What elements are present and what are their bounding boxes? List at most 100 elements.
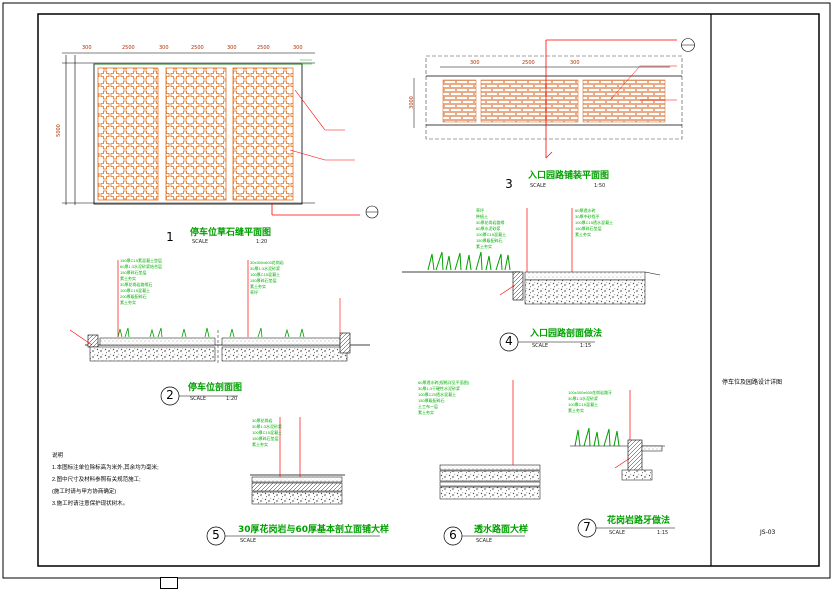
d4-left-note: 30厚花岗岩路缘 (476, 220, 505, 225)
d6-note: 30厚1:3干硬性水泥砂浆 (418, 386, 461, 391)
d2-left-note: 200厚级配碎石 (120, 294, 147, 299)
layout-tab[interactable] (160, 577, 178, 589)
detail-5-scale-tag: SCALE (240, 538, 257, 544)
d5-note: 30厚花岗岩 (252, 418, 273, 423)
d6-notes: 60厚透水砖(规格详见平面图) 30厚1:3干硬性水泥砂浆 100厚C20透水混… (418, 380, 469, 416)
d2-left-note: 60厚1:3水泥砂浆结合层 (120, 264, 163, 269)
d4-left-notes: 草坪 种植土 30厚花岗岩路缘 60厚水泥砂浆 100厚C15混凝土 150厚级… (476, 208, 506, 250)
dim-3a: 300 (470, 60, 480, 66)
detail-7-number: 7 (583, 520, 591, 534)
d2-right-note: 150厚碎石垫层 (250, 278, 277, 283)
note-line: 1.本图标注单位除标高为米外,其余均为毫米; (52, 465, 159, 471)
dim-3-height: 3000 (408, 96, 415, 109)
detail-2-scale-tag: SCALE (190, 396, 207, 402)
dim-1a: 300 (82, 45, 92, 51)
sheet-number: JS-03 (760, 529, 776, 536)
detail-7-scale: 1:15 (657, 530, 669, 536)
detail-4-section (402, 208, 661, 352)
d4-left-note: 100厚C15混凝土 (476, 232, 507, 237)
d4-right-note: 150厚碎石垫层 (575, 226, 602, 231)
detail-1-scale-tag: SCALE (192, 239, 209, 245)
d4-left-note: 种植土 (476, 214, 488, 219)
detail-7-title: 花岗岩路牙做法 (607, 516, 671, 526)
d2-right-notes: 30x300x600花岗岩 30厚1:3水泥砂浆 100厚C15混凝土 150厚… (250, 260, 284, 296)
d5-note: 素土夯实 (252, 442, 268, 447)
detail-3-title: 入口园路铺装平面图 (528, 171, 610, 181)
detail-6-title: 透水路面大样 (474, 525, 529, 535)
detail-4-title: 入口园路剖面做法 (530, 329, 603, 339)
d6-note: 土工布一层 (418, 404, 438, 409)
detail-2-title: 停车位剖面图 (188, 383, 243, 393)
detail-1-title: 停车位草石缝平面图 (190, 228, 272, 238)
dim-1c: 300 (159, 45, 169, 51)
dim-3b: 2500 (522, 60, 535, 66)
detail-3-scale-tag: SCALE (530, 183, 547, 189)
detail-2-section (69, 260, 370, 406)
note-line: 3.施工时请注意保护现状树木。 (52, 501, 129, 507)
d4-right-notes: 60厚透水砖 30厚中砂找平 100厚C15透水混凝土 150厚碎石垫层 素土夯… (575, 208, 613, 238)
d4-left-note: 草坪 (476, 208, 484, 213)
detail-5-title: 30厚花岗岩与60厚基本剖立面铺大样 (238, 525, 390, 535)
detail-6-number: 6 (449, 528, 457, 542)
d4-right-note: 60厚透水砖 (575, 208, 596, 213)
detail-5-number: 5 (212, 528, 220, 542)
d6-note: 100厚C20透水混凝土 (418, 392, 457, 397)
d2-left-note: 素土夯实 (120, 300, 136, 305)
d4-right-note: 100厚C15透水混凝土 (575, 220, 614, 225)
d4-left-note: 150厚级配碎石 (476, 238, 503, 243)
d5-note: 30厚1:3水泥砂浆 (252, 424, 283, 429)
detail-3-number: 3 (505, 177, 513, 191)
d2-left-notes: 150厚C15素混凝土垫层 60厚1:3水泥砂浆结合层 150厚碎石垫层 素土夯… (120, 258, 162, 306)
sheet-outer-border (2, 2, 831, 579)
d6-note: 60厚透水砖(规格详见平面图) (418, 380, 470, 385)
detail-7-scale-tag: SCALE (609, 530, 626, 536)
detail-1-scale: 1:20 (256, 239, 268, 245)
dim-1b: 2500 (122, 45, 135, 51)
d2-right-note: 100厚C15混凝土 (250, 272, 281, 277)
drawing-frame (37, 13, 820, 567)
general-notes: 说明 1.本图标注单位除标高为米外,其余均为毫米; 2.图中尺寸及材料参照有关规… (52, 451, 159, 507)
note-line: (施工时请与甲方协商确定) (52, 489, 117, 495)
d2-left-note: 30厚花岗岩路缘石 (120, 282, 153, 287)
detail-4-number: 4 (505, 334, 513, 348)
dim-1d: 2500 (191, 45, 204, 51)
dim-1f: 2500 (257, 45, 270, 51)
dim-3c: 300 (570, 60, 580, 66)
d5-note: 100厚C15混凝土 (252, 430, 283, 435)
detail-5-section (206, 417, 380, 546)
drawing-name: 停车位及园路设计详图 (722, 379, 783, 386)
detail-3-plan (413, 38, 695, 159)
d2-right-note: 30x300x600花岗岩 (250, 260, 284, 265)
notes-heading: 说明 (52, 453, 64, 459)
dim-1g: 300 (293, 45, 303, 51)
d6-note: 150厚级配碎石 (418, 398, 445, 403)
d2-left-note: 100厚C15混凝土 (120, 288, 151, 293)
d4-right-note: 30厚中砂找平 (575, 214, 600, 219)
dim-1-height: 5000 (55, 124, 62, 137)
dim-1e: 300 (227, 45, 237, 51)
d4-left-note: 60厚水泥砂浆 (476, 226, 501, 231)
detail-4-scale-tag: SCALE (532, 343, 549, 349)
detail-6-section (439, 380, 541, 546)
d7-note: 100x300x600花岗岩路牙 (568, 390, 613, 395)
d2-right-note: 素土夯实 (250, 284, 266, 289)
d2-left-note: 150厚C15素混凝土垫层 (120, 258, 163, 263)
detail-3-scale: 1:50 (594, 183, 606, 189)
d4-left-note: 素土夯实 (476, 244, 492, 249)
d6-note: 素土夯实 (418, 410, 434, 415)
d2-left-note: 素土夯实 (120, 276, 136, 281)
d4-right-note: 素土夯实 (575, 232, 591, 237)
d5-notes: 30厚花岗岩 30厚1:3水泥砂浆 100厚C15混凝土 150厚碎石垫层 素土… (252, 418, 282, 448)
d2-left-note: 150厚碎石垫层 (120, 270, 147, 275)
detail-2-scale: 1:20 (226, 396, 238, 402)
d7-notes: 100x300x600花岗岩路牙 30厚1:3水泥砂浆 100厚C15混凝土 素… (568, 390, 612, 414)
detail-6-scale-tag: SCALE (476, 538, 493, 544)
d2-right-note: 草坪 (250, 290, 258, 295)
detail-4-scale: 1:15 (580, 343, 592, 349)
detail-1-plan (62, 52, 379, 219)
d2-right-note: 30厚1:3水泥砂浆 (250, 266, 281, 271)
d7-note: 素土夯实 (568, 408, 584, 413)
detail-1-number: 1 (166, 230, 174, 244)
detail-7-section (570, 390, 675, 538)
